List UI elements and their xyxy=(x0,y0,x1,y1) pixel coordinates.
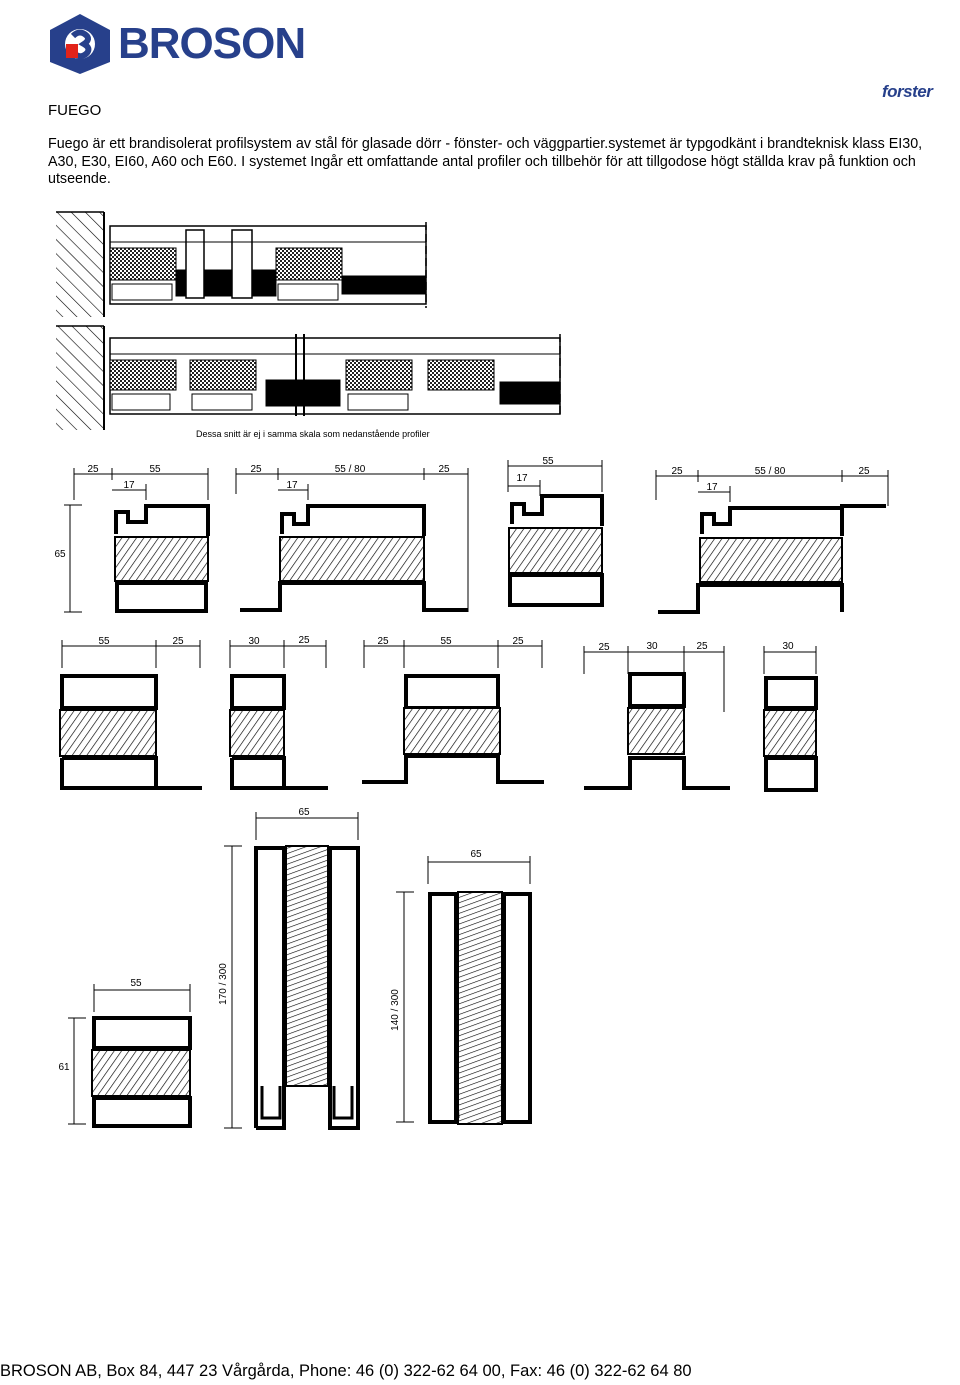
dim-r1p3-glass: 17 xyxy=(516,473,528,484)
profile-row2-2 xyxy=(229,640,328,790)
dim-r2p1-a: 55 xyxy=(98,636,110,647)
scale-note: Dessa snitt är ej i samma skala som neda… xyxy=(196,429,430,439)
profile-row3-3 xyxy=(396,856,532,1125)
dim-r2p3-b: 55 xyxy=(440,636,452,647)
profile-row1-1 xyxy=(64,468,210,613)
dim-r1p4-left: 25 xyxy=(671,466,683,477)
profile-row3-1 xyxy=(68,984,192,1128)
broson-logo: BROSON xyxy=(46,12,306,76)
dim-r2p1-b: 25 xyxy=(172,636,184,647)
dim-r2p5-a: 30 xyxy=(782,641,794,652)
profile-row2-3 xyxy=(362,640,544,784)
dim-r2p4-b: 30 xyxy=(646,641,658,652)
dim-r3p2-height: 170 / 300 xyxy=(218,963,229,1005)
dim-r1p1-height: 65 xyxy=(54,549,66,560)
section-view-top xyxy=(56,211,427,317)
dim-r1p2-glass: 17 xyxy=(286,480,298,491)
forster-logo: forster xyxy=(882,82,933,101)
dim-r2p4-a: 25 xyxy=(598,642,610,653)
dim-r3p3-height: 140 / 300 xyxy=(390,989,401,1031)
page-title: FUEGO xyxy=(48,102,102,119)
dim-r1p2-main: 55 / 80 xyxy=(335,464,366,475)
dim-r1p2-left: 25 xyxy=(250,464,262,475)
profile-row1-3 xyxy=(507,460,604,607)
dim-r3p3-width: 65 xyxy=(470,849,482,860)
profile-row1-2 xyxy=(235,468,469,612)
dim-r1p4-right: 25 xyxy=(858,466,870,477)
profile-row2-4 xyxy=(583,646,730,790)
profile-row2-1 xyxy=(59,640,202,790)
dim-r1p1-glass: 17 xyxy=(123,480,135,491)
intro-paragraph: Fuego är ett brandisolerat profilsystem … xyxy=(48,136,923,188)
profile-row1-4 xyxy=(655,470,889,614)
dim-r3p2-width: 65 xyxy=(298,807,310,818)
dim-r3p1-height: 61 xyxy=(58,1062,70,1073)
dim-r1p1-main: 55 xyxy=(149,464,161,475)
profile-drawing: Dessa snitt är ej i samma skala som neda… xyxy=(54,211,889,1130)
dim-r3p1-width: 55 xyxy=(130,978,142,989)
profile-row3-2 xyxy=(224,812,360,1130)
profile-row2-5 xyxy=(763,646,818,792)
section-view-bottom xyxy=(56,325,561,430)
broson-wordmark: BROSON xyxy=(118,19,306,68)
dim-r2p2-b: 25 xyxy=(298,635,310,646)
dim-r1p4-main: 55 / 80 xyxy=(755,466,786,477)
broson-logo-mark xyxy=(50,14,110,74)
dim-r1p4-glass: 17 xyxy=(706,482,718,493)
dim-r2p3-c: 25 xyxy=(512,636,524,647)
dim-r1p1-outer: 25 xyxy=(87,464,99,475)
dim-r2p2-a: 30 xyxy=(248,636,260,647)
dim-r1p3-main: 55 xyxy=(542,456,554,467)
footer-contact: BROSON AB, Box 84, 447 23 Vårgårda, Phon… xyxy=(0,1362,692,1380)
dim-r2p4-c: 25 xyxy=(696,641,708,652)
dim-r1p2-right: 25 xyxy=(438,464,450,475)
dim-r2p3-a: 25 xyxy=(377,636,389,647)
